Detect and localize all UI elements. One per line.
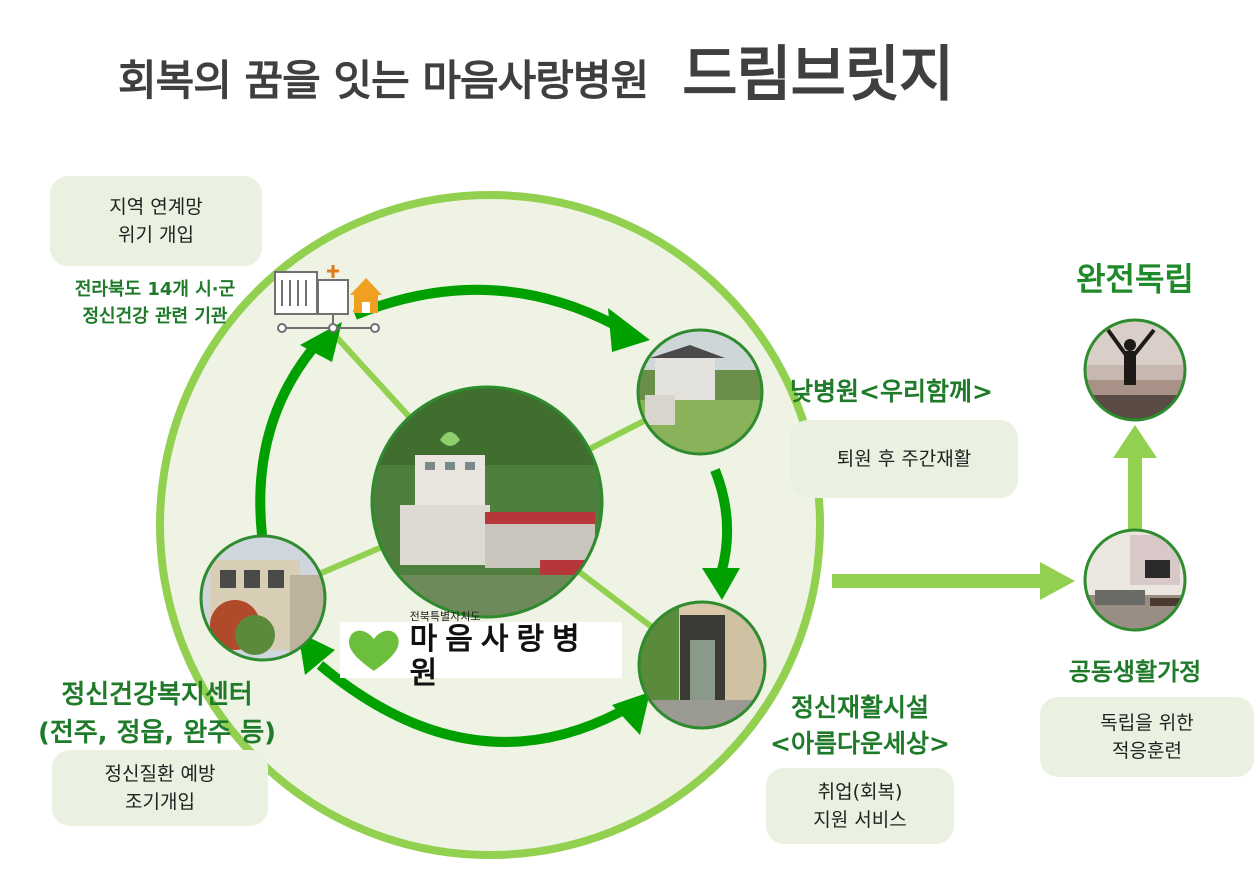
rehab-box-line1: 취업(회복): [817, 781, 903, 803]
heart-logo-icon: [348, 630, 399, 671]
independence-photo-frame: [1083, 318, 1187, 422]
hospital-logo: 전북특별자치도 마음사랑병원: [340, 610, 622, 690]
regional-agencies-line2: 정신건강 관련 기관: [82, 306, 228, 327]
day-hospital-desc: 퇴원 후 주간재활: [836, 448, 972, 470]
rehab-box-line2: 지원 서비스: [813, 809, 907, 831]
regional-agencies-label: 전라북도 14개 시·군 정신건강 관련 기관: [40, 276, 270, 330]
welfare-center-box: 정신질환 예방 조기개입: [52, 750, 268, 826]
welfare-center-box-line2: 조기개입: [125, 791, 195, 813]
group-home-box: 독립을 위한 적응훈련: [1040, 697, 1254, 777]
house-icon: [350, 278, 382, 313]
regional-agencies-line1: 전라북도 14개 시·군: [74, 279, 236, 300]
cycle-arrows: [255, 284, 733, 747]
title-main: 회복의 꿈을 잇는 마음사랑병원: [118, 56, 649, 105]
page-title: 회복의 꿈을 잇는 마음사랑병원 드림브릿지: [118, 26, 954, 110]
hospital-photo-frame: [370, 385, 604, 619]
group-home-box-line2: 적응훈련: [1112, 740, 1182, 762]
regional-network-line2: 위기 개입: [118, 224, 194, 246]
building-network-icon: [274, 265, 380, 333]
welfare-center-box-line1: 정신질환 예방: [104, 763, 216, 785]
logo-region-text: 전북특별자치도: [409, 609, 481, 623]
title-brand: 드림브릿지: [682, 40, 954, 110]
day-hospital-box: 퇴원 후 주간재활: [790, 420, 1018, 498]
group-home-box-line1: 독립을 위한: [1100, 712, 1194, 734]
regional-network-box: 지역 연계망 위기 개입: [50, 176, 262, 266]
group-home-photo-frame: [1083, 528, 1187, 632]
rehab-photo-frame: [637, 600, 767, 730]
arrow-to-group-home: [832, 562, 1075, 600]
day-hospital-photo-frame: [636, 328, 764, 456]
rehab-title: 정신재활시설 <아름다운세상>: [750, 690, 970, 762]
rehab-title-line2: <아름다운세상>: [770, 729, 950, 758]
rehab-photo: [639, 602, 765, 728]
welfare-center-photo-frame: [199, 534, 327, 662]
group-home-photo: [1085, 530, 1185, 630]
welfare-center-photo: [201, 536, 325, 660]
welfare-center-line1: 정신건강복지센터: [61, 680, 253, 710]
group-home-title: 공동생활가정: [1068, 658, 1202, 686]
day-hospital-title: 낮병원<우리함께>: [790, 377, 993, 406]
welfare-center-line2: (전주, 정읍, 완주 등): [37, 718, 277, 748]
logo-hospital-name: 마음사랑병원: [409, 621, 588, 691]
rehab-title-line1: 정신재활시설: [790, 693, 929, 722]
arrow-to-independence: [1113, 425, 1157, 533]
welfare-center-title: 정신건강복지센터 (전주, 정읍, 완주 등): [12, 676, 302, 752]
hospital-photo: [372, 387, 602, 617]
rehab-box: 취업(회복) 지원 서비스: [766, 768, 954, 844]
cycle-arrowheads: [298, 308, 740, 735]
regional-network-line1: 지역 연계망: [109, 196, 203, 218]
independence-title: 완전독립: [1076, 260, 1194, 298]
